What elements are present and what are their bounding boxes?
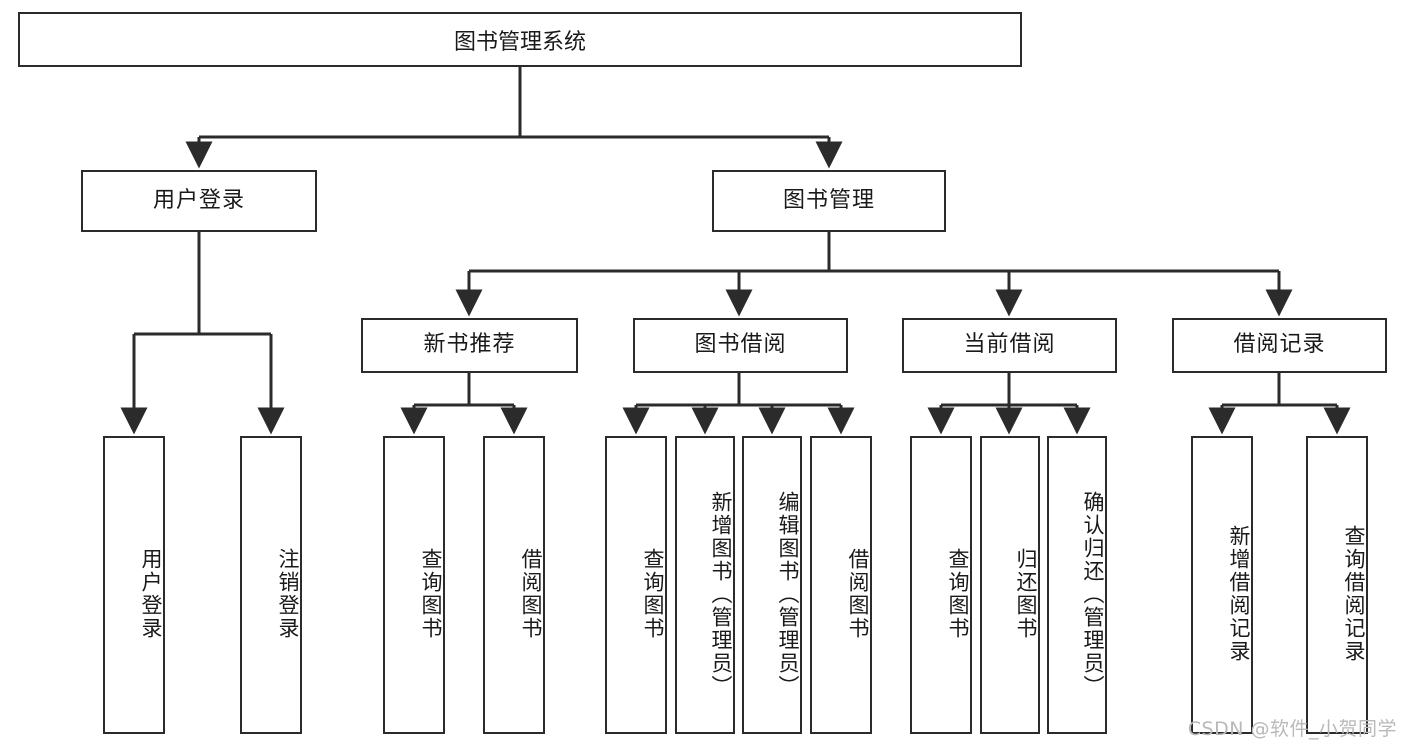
node-leaf-query-book-2[interactable]: 查询图书 [605,436,667,734]
node-leaf-borrow-book-2[interactable]: 借阅图书 [810,436,872,734]
node-leaf-borrow-book-2-label: 借阅图书 [846,548,870,640]
node-borrow-record-label: 借阅记录 [1233,332,1326,358]
node-current-borrow-label: 当前借阅 [963,332,1056,358]
node-book-manage[interactable]: 图书管理 [712,170,946,232]
node-new-book-rec[interactable]: 新书推荐 [361,318,578,373]
node-leaf-query-book-1[interactable]: 查询图书 [383,436,445,734]
node-leaf-logout-label: 注销登录 [276,548,300,640]
node-leaf-query-book-2-label: 查询图书 [641,548,665,640]
node-leaf-add-book-label: 新增图书（管理员） [709,490,733,698]
node-book-borrow[interactable]: 图书借阅 [633,318,848,373]
node-leaf-query-book-3[interactable]: 查询图书 [910,436,972,734]
node-book-manage-label: 图书管理 [782,187,875,213]
node-borrow-record[interactable]: 借阅记录 [1172,318,1387,373]
node-leaf-add-book[interactable]: 新增图书（管理员） [675,436,735,734]
node-leaf-add-record-label: 新增借阅记录 [1227,525,1251,663]
watermark: CSDN @软件_小贺同学 [1187,718,1397,740]
node-user-login-label: 用户登录 [152,187,245,213]
node-leaf-user-login-label: 用户登录 [139,548,163,640]
node-leaf-return-book-label: 归还图书 [1014,548,1038,640]
node-leaf-edit-book-label: 编辑图书（管理员） [776,490,800,698]
node-book-borrow-label: 图书借阅 [694,332,787,358]
node-leaf-borrow-book-1[interactable]: 借阅图书 [483,436,545,734]
node-leaf-confirm-return-label: 确认归还（管理员） [1081,490,1105,698]
node-leaf-logout[interactable]: 注销登录 [240,436,302,734]
node-leaf-query-book-1-label: 查询图书 [419,548,443,640]
node-new-book-rec-label: 新书推荐 [423,332,516,358]
node-leaf-edit-book[interactable]: 编辑图书（管理员） [742,436,802,734]
node-leaf-query-book-3-label: 查询图书 [946,548,970,640]
node-leaf-confirm-return[interactable]: 确认归还（管理员） [1047,436,1107,734]
node-root[interactable]: 图书管理系统 [18,12,1022,67]
node-leaf-query-record[interactable]: 查询借阅记录 [1306,436,1368,734]
node-current-borrow[interactable]: 当前借阅 [902,318,1117,373]
node-leaf-borrow-book-1-label: 借阅图书 [519,548,543,640]
node-leaf-query-record-label: 查询借阅记录 [1342,525,1366,663]
node-leaf-add-record[interactable]: 新增借阅记录 [1191,436,1253,734]
node-user-login[interactable]: 用户登录 [81,170,317,232]
node-root-label: 图书管理系统 [453,29,586,55]
node-leaf-user-login[interactable]: 用户登录 [103,436,165,734]
node-leaf-return-book[interactable]: 归还图书 [980,436,1040,734]
